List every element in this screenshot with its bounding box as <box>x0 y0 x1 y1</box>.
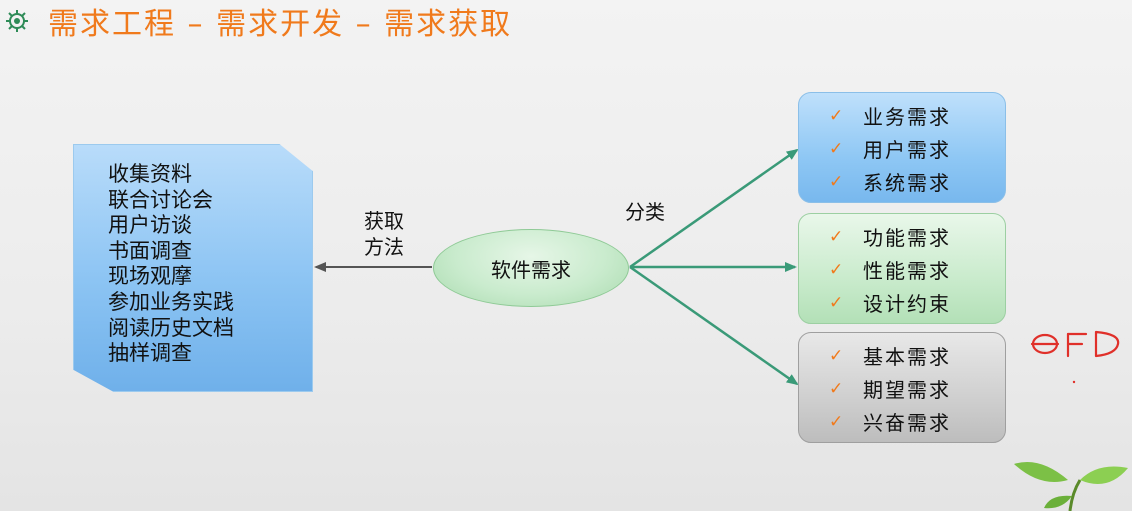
category-item: ✓性能需求 <box>829 253 1005 286</box>
category-item: ✓期望需求 <box>829 372 1005 405</box>
method-label-line1: 获取 <box>352 208 416 234</box>
category-item-label: 业务需求 <box>863 101 951 130</box>
method-arrow-label: 获取 方法 <box>352 208 416 260</box>
method-item: 用户访谈 <box>108 213 234 239</box>
category-item-label: 期望需求 <box>863 374 951 403</box>
method-label-line2: 方法 <box>352 234 416 260</box>
check-icon: ✓ <box>829 227 863 247</box>
check-icon: ✓ <box>829 172 863 192</box>
handwritten-qfd-annotation <box>1030 326 1130 386</box>
arrow-to-category-3 <box>630 267 797 384</box>
method-item: 收集资料 <box>108 162 234 188</box>
check-icon: ✓ <box>829 346 863 366</box>
category-item: ✓用户需求 <box>829 132 1005 165</box>
category-item: ✓基本需求 <box>829 339 1005 372</box>
classification-label: 分类 <box>625 196 665 225</box>
category-item: ✓设计约束 <box>829 286 1005 319</box>
category-item: ✓兴奋需求 <box>829 405 1005 438</box>
check-icon: ✓ <box>829 260 863 280</box>
category-item: ✓功能需求 <box>829 220 1005 253</box>
center-node: 软件需求 <box>433 229 629 307</box>
method-item: 现场观摩 <box>108 264 234 290</box>
method-item: 书面调查 <box>108 239 234 265</box>
category-item-label: 设计约束 <box>863 288 951 317</box>
category-item: ✓系统需求 <box>829 165 1005 198</box>
check-icon: ✓ <box>829 379 863 399</box>
method-item: 抽样调查 <box>108 341 234 367</box>
method-item: 参加业务实践 <box>108 290 234 316</box>
check-icon: ✓ <box>829 106 863 126</box>
check-icon: ✓ <box>829 293 863 313</box>
category-item: ✓业务需求 <box>829 99 1005 132</box>
category-box-1: ✓业务需求 ✓用户需求 ✓系统需求 <box>798 92 1006 203</box>
category-item-label: 基本需求 <box>863 341 951 370</box>
check-icon: ✓ <box>829 412 863 432</box>
category-box-2: ✓功能需求 ✓性能需求 ✓设计约束 <box>798 213 1006 324</box>
category-item-label: 兴奋需求 <box>863 407 951 436</box>
check-icon: ✓ <box>829 139 863 159</box>
method-item: 联合讨论会 <box>108 188 234 214</box>
method-item: 阅读历史文档 <box>108 316 234 342</box>
center-node-label: 软件需求 <box>491 254 571 283</box>
category-item-label: 性能需求 <box>863 255 951 284</box>
category-item-label: 功能需求 <box>863 222 951 251</box>
methods-list: 收集资料 联合讨论会 用户访谈 书面调查 现场观摩 参加业务实践 阅读历史文档 … <box>108 162 234 367</box>
category-item-label: 用户需求 <box>863 134 951 163</box>
leaf-decoration-icon <box>1010 458 1132 511</box>
category-box-3: ✓基本需求 ✓期望需求 ✓兴奋需求 <box>798 332 1006 443</box>
category-item-label: 系统需求 <box>863 167 951 196</box>
